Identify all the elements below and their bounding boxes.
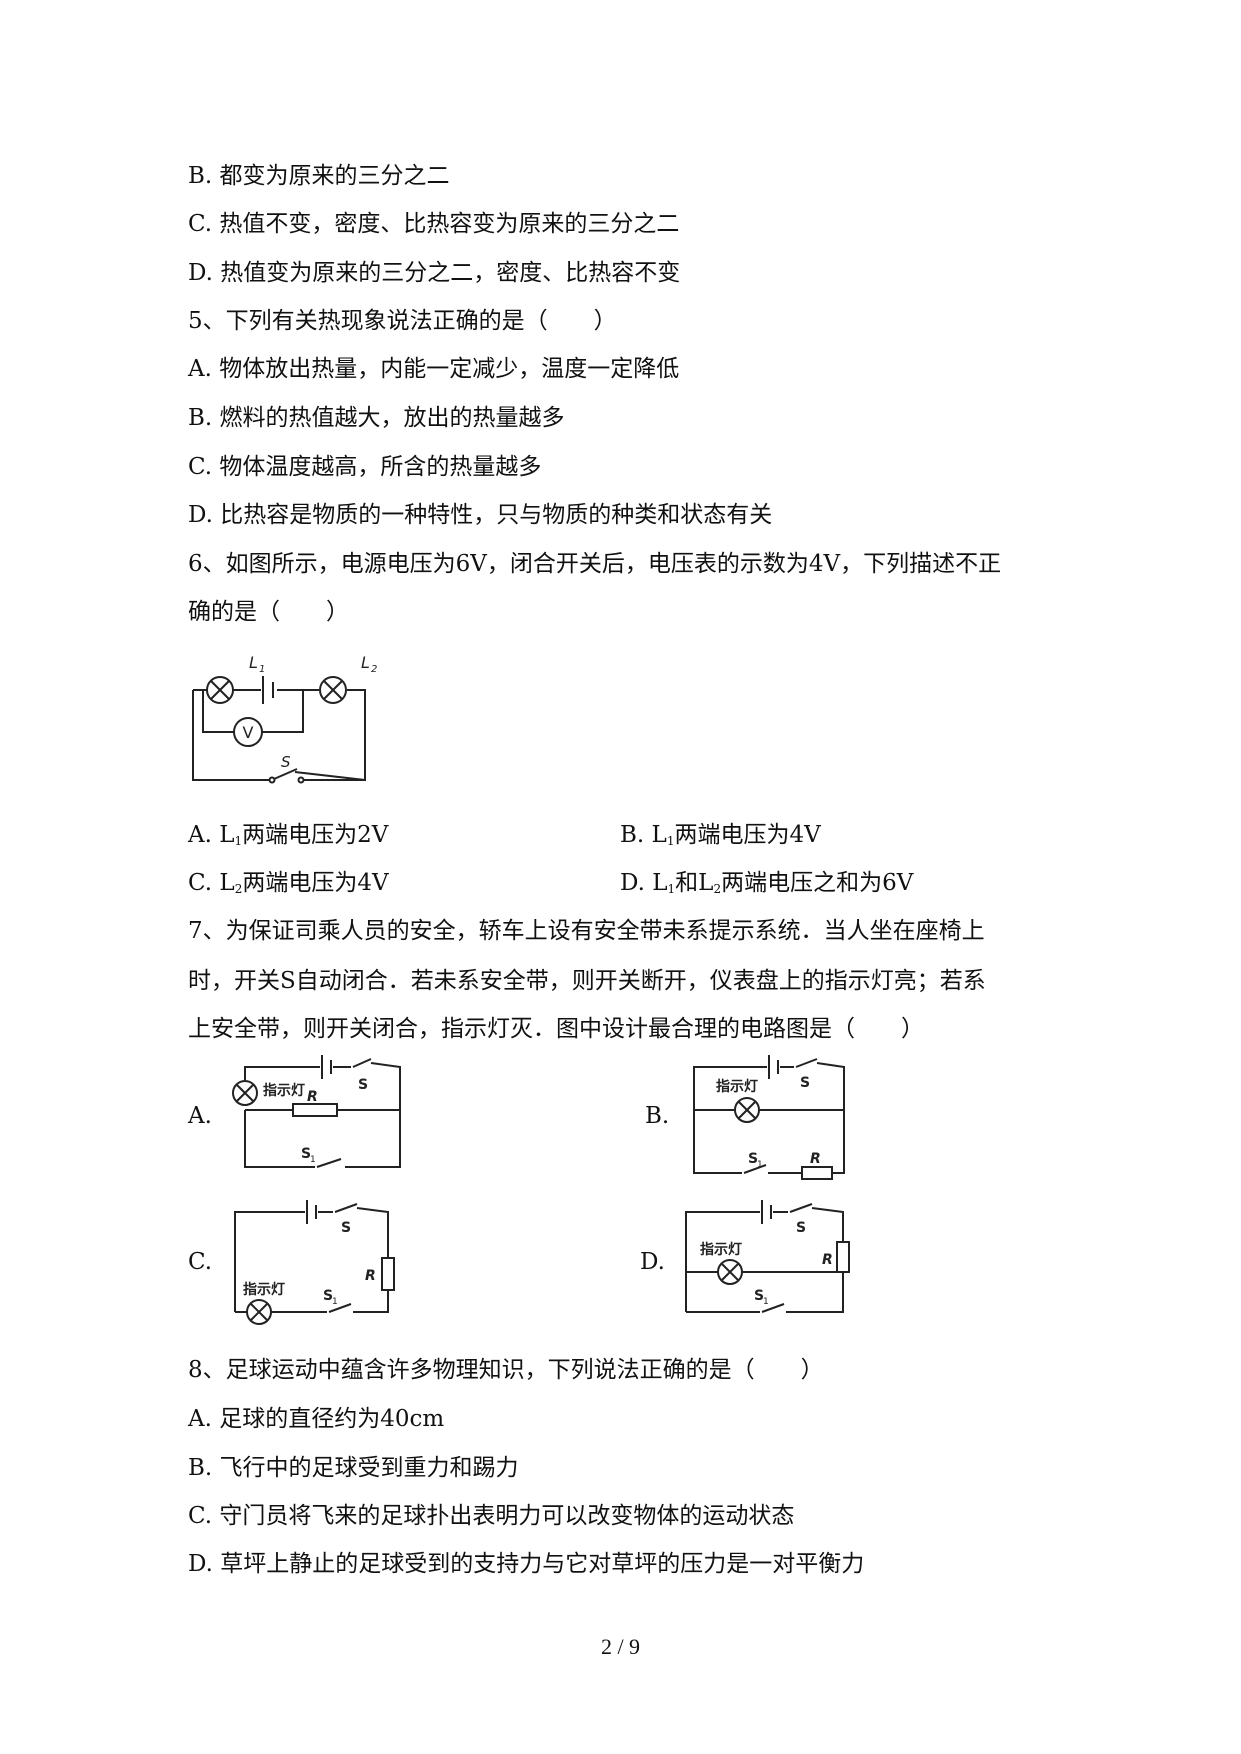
svg-text:R: R [365, 1268, 376, 1284]
svg-text:指示灯: 指示灯 [700, 1241, 742, 1258]
resistor-icon [381, 1257, 395, 1291]
svg-text:S: S [796, 1220, 806, 1236]
q7-circuit-d: 指示灯 S R S 1 [685, 1200, 850, 1313]
q7-circuit-c: 指示灯 S R S 1 [234, 1200, 395, 1325]
svg-text:S: S [800, 1075, 810, 1091]
q4-option-b: B. 都变为原来的三分之二 [188, 163, 450, 189]
q7-caption-b: B. [645, 1103, 670, 1129]
q8-option-b: B. 飞行中的足球受到重力和踢力 [188, 1455, 519, 1481]
q5-option-d: D. 比热容是物质的一种特性，只与物质的种类和状态有关 [188, 502, 773, 528]
q5-option-a: A. 物体放出热量，内能一定减少，温度一定降低 [188, 356, 680, 382]
q8-option-a: A. 足球的直径约为40cm [188, 1406, 445, 1432]
label-l1: L [249, 653, 258, 672]
svg-text:S: S [323, 1288, 333, 1304]
svg-text:1: 1 [310, 1155, 316, 1165]
q6-circuit-diagram: V L 1 L 2 S [192, 653, 377, 784]
q6-option-b: B. L1两端电压为4V [620, 822, 821, 848]
q5-option-b: B. 燃料的热值越大，放出的热量越多 [188, 405, 565, 431]
svg-text:S: S [301, 1146, 311, 1162]
q7-circuit-b: 指示灯 S R S 1 [693, 1055, 845, 1180]
indicator-lamp-icon [717, 1259, 743, 1285]
q7-stem-line1: 7、为保证司乘人员的安全，轿车上设有安全带未系提示系统．当人坐在座椅上 [188, 918, 985, 944]
svg-text:1: 1 [757, 1160, 763, 1170]
q7-caption-c: C. [188, 1249, 213, 1275]
q6-option-c: C. L2两端电压为4V [188, 870, 389, 896]
indicator-lamp-icon [246, 1299, 272, 1325]
q4-option-c: C. 热值不变，密度、比热容变为原来的三分之二 [188, 211, 680, 237]
q6-option-a: A. L1两端电压为2V [188, 822, 389, 848]
q8-option-c: C. 守门员将飞来的足球扑出表明力可以改变物体的运动状态 [188, 1503, 795, 1529]
svg-text:S: S [748, 1151, 758, 1167]
q6-stem-line1: 6、如图所示，电源电压为6V，闭合开关后，电压表的示数为4V，下列描述不正 [188, 551, 1002, 577]
label-l2-sub: 2 [371, 664, 377, 675]
svg-text:S: S [754, 1288, 764, 1304]
svg-text:指示灯: 指示灯 [243, 1281, 285, 1298]
label-switch: S [281, 753, 291, 771]
q7-stem-line3: 上安全带，则开关闭合，指示灯灭．图中设计最合理的电路图是（ ） [188, 1016, 924, 1042]
q7-caption-d: D. [640, 1249, 665, 1275]
q5-option-c: C. 物体温度越高，所含的热量越多 [188, 454, 542, 480]
q7-caption-a: A. [188, 1103, 212, 1129]
voltmeter-icon: V [233, 717, 263, 747]
svg-text:S: S [358, 1077, 368, 1093]
svg-text:1: 1 [763, 1297, 769, 1307]
q6-option-d: D. L1和L2两端电压之和为6V [620, 870, 914, 896]
voltmeter-label: V [243, 723, 254, 742]
page-number: 2 / 9 [600, 1634, 641, 1659]
resistor-icon [292, 1103, 338, 1117]
svg-text:S: S [341, 1220, 351, 1236]
q6-stem-line2: 确的是（ ） [188, 599, 349, 625]
svg-text:指示灯: 指示灯 [716, 1078, 758, 1095]
resistor-icon [836, 1241, 850, 1273]
q7-stem-line2: 时，开关S自动闭合．若未系安全带，则开关断开，仪表盘上的指示灯亮；若系 [188, 968, 986, 994]
switch-icon [268, 768, 305, 784]
lamp-l1-icon [206, 676, 234, 704]
q8-stem: 8、足球运动中蕴含许多物理知识，下列说法正确的是（ ） [188, 1357, 824, 1383]
indicator-lamp-icon [734, 1097, 760, 1123]
svg-text:1: 1 [332, 1297, 338, 1307]
svg-text:指示灯: 指示灯 [263, 1082, 305, 1099]
q7-circuit-a: 指示灯 S R S 1 [232, 1055, 401, 1168]
indicator-lamp-icon [232, 1080, 258, 1106]
q8-option-d: D. 草坪上静止的足球受到的支持力与它对草坪的压力是一对平衡力 [188, 1551, 865, 1577]
svg-text:R: R [822, 1252, 833, 1268]
label-l1-sub: 1 [259, 664, 265, 675]
q4-option-d: D. 热值变为原来的三分之二，密度、比热容不变 [188, 260, 681, 286]
svg-text:R: R [810, 1151, 821, 1167]
q5-stem: 5、下列有关热现象说法正确的是（ ） [188, 308, 617, 334]
resistor-icon [801, 1166, 833, 1180]
label-l2: L [361, 653, 370, 672]
lamp-l2-icon [319, 676, 347, 704]
svg-text:R: R [307, 1089, 318, 1105]
